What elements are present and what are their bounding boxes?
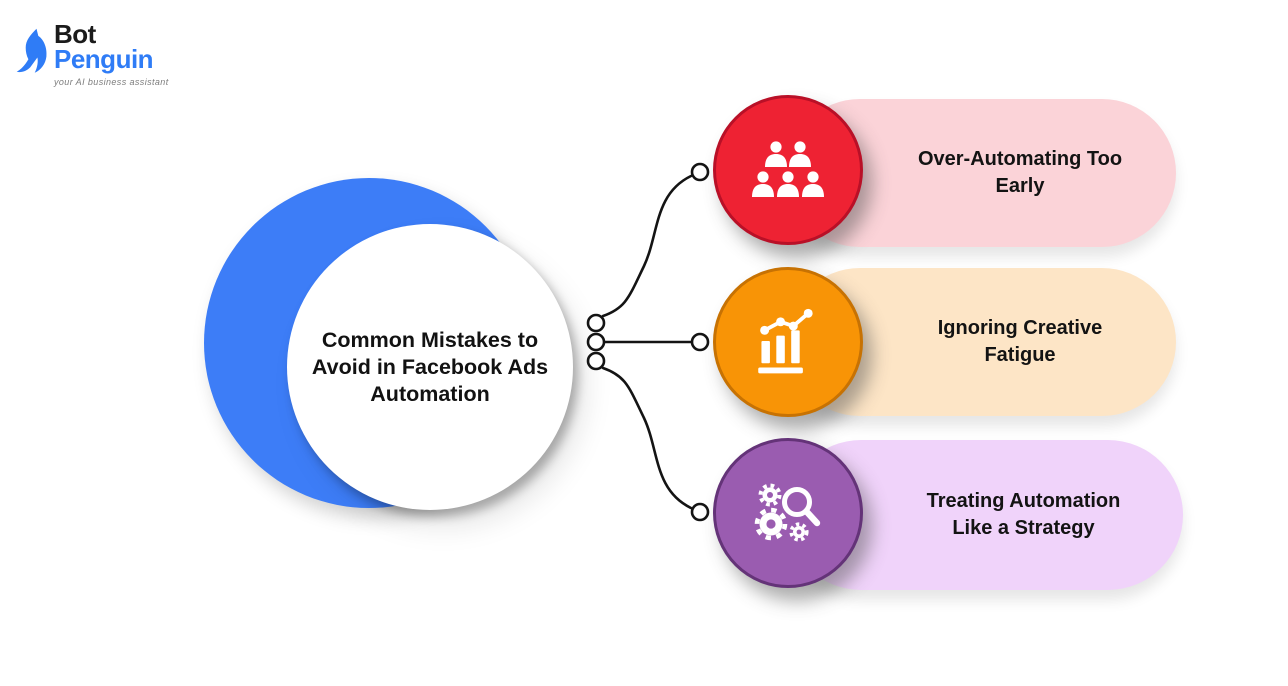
center-title-line-3: Automation [370, 381, 490, 406]
connector-node-right-3 [690, 502, 710, 522]
center-title: Common Mistakes to Avoid in Facebook Ads… [299, 327, 561, 408]
penguin-icon [16, 28, 47, 73]
connector-node-right-2 [690, 332, 710, 352]
trend-bar-chart-icon [758, 308, 813, 374]
people-group-icon [752, 141, 824, 197]
mistake-label-3-line-2: Like a Strategy [952, 517, 1095, 539]
center-circle: Common Mistakes to Avoid in Facebook Ads… [287, 224, 573, 510]
mistake-label-1-line-2: Early [995, 175, 1045, 197]
brand-name-top: Bot [54, 19, 96, 49]
mistake-badge-3 [713, 438, 863, 588]
mistake-label-3-line-1: Treating Automation [926, 490, 1121, 512]
brand-tagline: your AI business assistant [54, 77, 169, 87]
center-title-line-1: Common Mistakes to [321, 327, 539, 352]
connector-node-left-2 [586, 332, 606, 352]
gears-search-icon [754, 483, 821, 542]
mistake-label-2-line-1: Ignoring Creative [937, 317, 1103, 339]
botpenguin-logo: Bot Penguin your AI business assistant [14, 19, 169, 87]
mistake-badge-1 [713, 95, 863, 245]
brand-name-bottom: Penguin [54, 44, 154, 74]
connector-bottom [601, 366, 693, 510]
mistake-label-2: Ignoring Creative Fatigue [864, 268, 1176, 416]
mistake-label-1: Over-Automating Too Early [864, 99, 1176, 247]
mistake-badge-2 [713, 267, 863, 417]
connector-node-right-1 [690, 162, 710, 182]
mistake-label-1-line-1: Over-Automating Too [917, 148, 1123, 170]
mistake-label-3: Treating Automation Like a Strategy [864, 440, 1183, 590]
connector-node-left-3 [586, 351, 606, 371]
connector-top [601, 174, 693, 318]
center-title-line-2: Avoid in Facebook Ads [311, 354, 549, 379]
mistake-label-2-line-2: Fatigue [984, 344, 1056, 366]
brand-name: Bot Penguin your AI business assistant [54, 19, 169, 87]
connector-node-left-1 [586, 313, 606, 333]
